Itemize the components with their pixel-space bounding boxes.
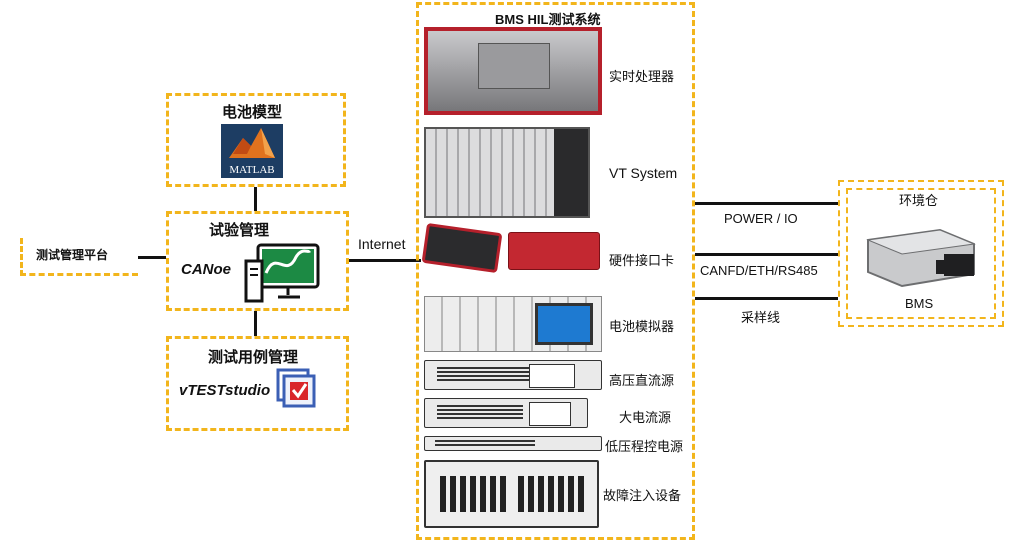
matlab-logo: MATLAB xyxy=(221,124,283,178)
hil-title: BMS HIL测试系统 xyxy=(495,12,601,27)
test-platform-box xyxy=(20,238,138,276)
matlab-logo-text: MATLAB xyxy=(229,164,275,176)
device-label-interface-card: 硬件接口卡 xyxy=(609,253,675,268)
device-label-hv-dc-source: 高压直流源 xyxy=(609,373,675,388)
high-current-source-panel xyxy=(529,402,571,426)
battery-model-box xyxy=(166,93,346,187)
can-line xyxy=(695,253,838,256)
device-label-vt-system: VT System xyxy=(609,165,678,181)
canoe-label: CANoe xyxy=(181,261,232,278)
sampling-line xyxy=(695,297,838,300)
device-label-lv-programmable-supply: 低压程控电源 xyxy=(605,439,684,454)
hv-dc-source-image xyxy=(424,360,602,390)
test-mgmt-box xyxy=(166,211,349,311)
vteststudio-icon xyxy=(276,368,316,408)
vt-system-image xyxy=(424,127,590,218)
power-io-line xyxy=(695,202,838,205)
env-chamber-outer-box xyxy=(838,180,1004,327)
fault-injection-slots-left xyxy=(440,476,506,512)
matlab-peaks-icon xyxy=(229,128,275,158)
fault-injection-slots-right xyxy=(518,476,586,512)
power-io-label: POWER / IO xyxy=(724,211,798,226)
fault-injection-device-image xyxy=(424,460,599,528)
vt-system-side-panel xyxy=(554,129,588,216)
test-mgmt-title: 试验管理 xyxy=(209,222,270,239)
case-mgmt-title: 测试用例管理 xyxy=(208,349,299,366)
vteststudio-label: vTESTstudio xyxy=(179,382,271,399)
hv-dc-source-panel xyxy=(529,364,575,388)
device-label-battery-simulator: 电池模拟器 xyxy=(609,319,675,334)
internet-label: Internet xyxy=(358,236,406,252)
bms-unit-icon xyxy=(866,228,976,288)
high-current-source-vents xyxy=(437,405,523,421)
device-label-fault-injection: 故障注入设备 xyxy=(603,488,682,503)
case-mgmt-box xyxy=(166,336,349,431)
canoe-computer-icon xyxy=(244,243,320,303)
battery-simulator-screen xyxy=(535,303,593,345)
env-chamber-inner-box xyxy=(846,188,996,319)
model-to-mgmt-link xyxy=(254,187,257,211)
interface-card-image-2 xyxy=(508,232,600,270)
mgmt-to-case-link xyxy=(254,311,257,336)
battery-model-title: 电池模型 xyxy=(222,104,283,121)
realtime-processor-image xyxy=(424,27,602,115)
test-platform-label: 测试管理平台 xyxy=(36,248,109,262)
hv-dc-source-vents xyxy=(437,367,533,383)
lv-programmable-supply-image xyxy=(424,436,602,451)
lv-supply-vents xyxy=(435,440,535,448)
sampling-label: 采样线 xyxy=(741,310,781,325)
can-label: CANFD/ETH/RS485 xyxy=(700,263,818,278)
device-label-realtime-processor: 实时处理器 xyxy=(609,69,675,84)
internet-link xyxy=(349,259,421,262)
env-chamber-title: 环境仓 xyxy=(899,193,939,208)
platform-connector xyxy=(138,256,166,259)
high-current-source-image xyxy=(424,398,588,428)
hil-system-box xyxy=(416,2,695,540)
battery-simulator-image xyxy=(424,296,602,352)
device-label-high-current-source: 大电流源 xyxy=(619,410,672,425)
bms-label: BMS xyxy=(905,296,934,311)
processor-front-panel xyxy=(478,43,550,89)
